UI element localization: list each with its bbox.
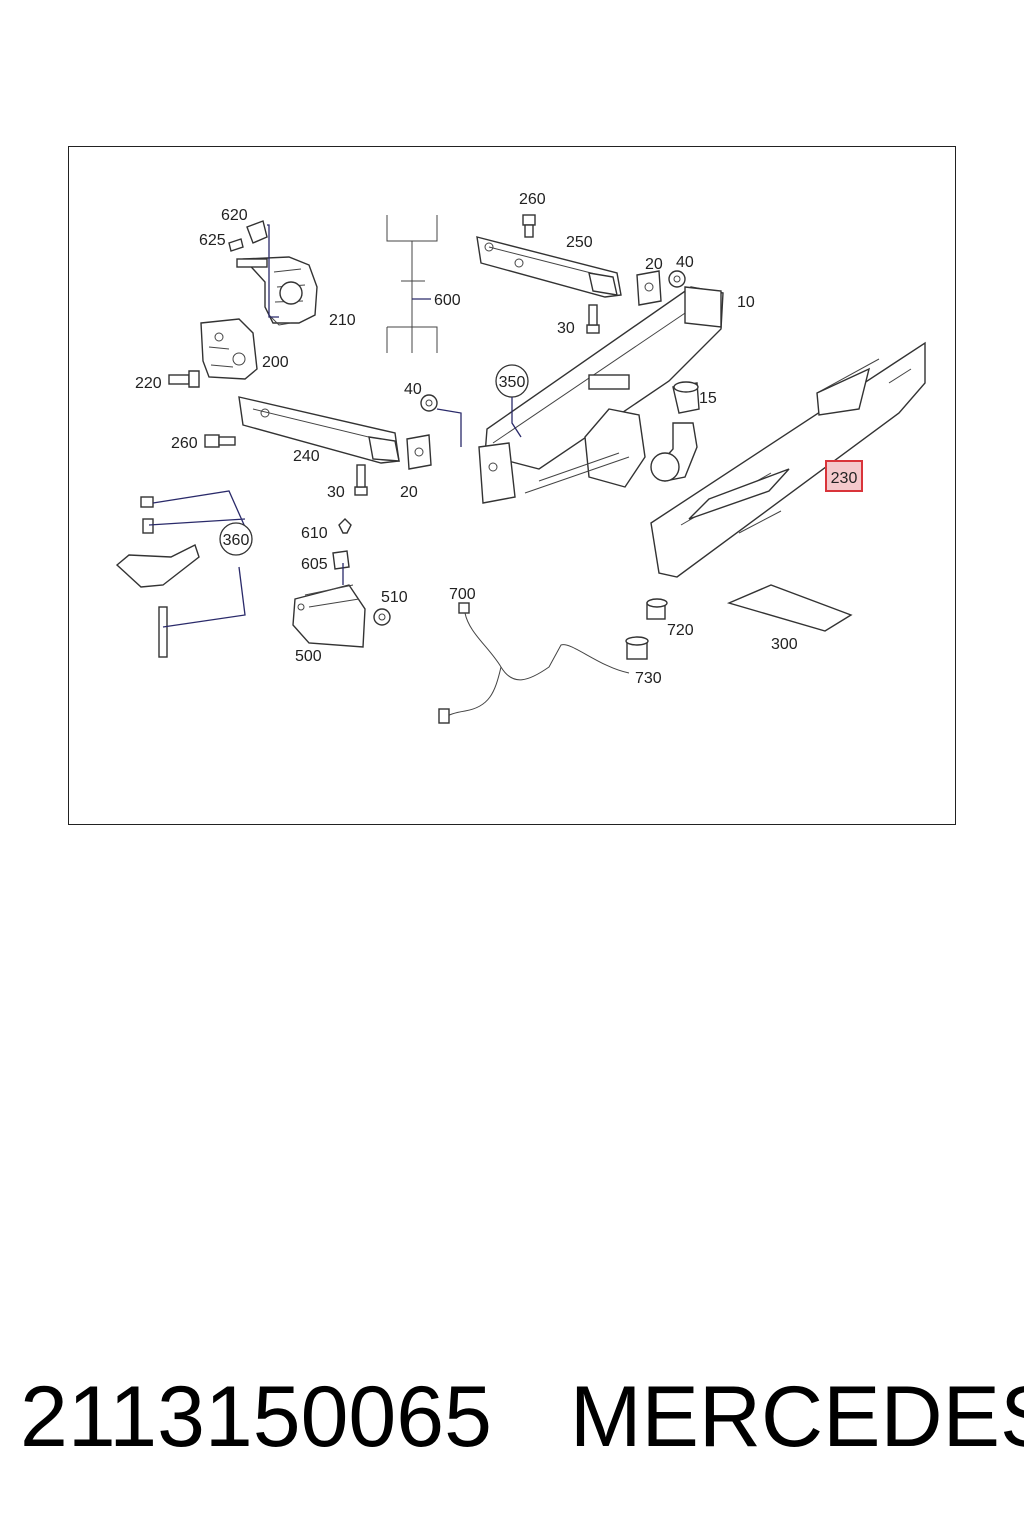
label-360: 360 [223, 532, 250, 549]
part-700-wiring-harness[interactable] [438, 602, 630, 724]
label-260-lower: 260 [171, 435, 198, 452]
part-360-hardware-kit[interactable] [115, 490, 246, 658]
part-20-lower-plate[interactable] [406, 434, 432, 470]
callout-360[interactable]: 360 [219, 522, 253, 556]
label-605: 605 [301, 556, 328, 573]
label-500: 500 [295, 648, 322, 665]
part-730-socket[interactable] [625, 636, 649, 660]
part-300-label-sticker[interactable] [726, 584, 853, 632]
part-30-upper-bolt[interactable] [586, 304, 600, 334]
label-610: 610 [301, 525, 328, 542]
parts-diagram: 620 625 210 200 220 600 [68, 146, 956, 825]
part-40-upper-nut[interactable] [668, 270, 686, 288]
label-20-upper: 20 [645, 256, 663, 273]
part-625-pin[interactable] [228, 238, 244, 252]
part-620-clip[interactable] [246, 220, 268, 244]
part-260-lower-bolt[interactable] [204, 434, 236, 448]
label-730: 730 [635, 670, 662, 687]
label-600: 600 [434, 292, 461, 309]
leader-40-lower [436, 408, 462, 447]
label-510: 510 [381, 589, 408, 606]
label-30-lower: 30 [327, 484, 345, 501]
callout-350[interactable]: 350 [495, 364, 529, 398]
part-350-towball[interactable] [524, 408, 698, 494]
part-500-control-unit[interactable] [292, 584, 366, 648]
label-210: 210 [329, 312, 356, 329]
part-40-lower-nut[interactable] [420, 394, 438, 412]
part-510-grommet[interactable] [373, 608, 391, 626]
part-250-side-bracket[interactable] [476, 236, 622, 298]
brand-text: MERCEDES [569, 1369, 1024, 1465]
part-720-socket[interactable] [646, 598, 668, 620]
part-caption: 2113150065 MERCEDES [20, 1362, 1024, 1472]
label-20-lower: 20 [400, 484, 418, 501]
part-30-lower-bolt[interactable] [354, 464, 368, 496]
leader-350 [511, 397, 522, 438]
label-260-upper: 260 [519, 191, 546, 208]
label-250: 250 [566, 234, 593, 251]
label-300: 300 [771, 636, 798, 653]
part-15-cover[interactable] [672, 381, 700, 414]
label-625: 625 [199, 232, 226, 249]
label-350: 350 [499, 374, 526, 391]
part-240-side-bracket[interactable] [238, 396, 400, 464]
callout-230-highlight[interactable]: 230 [825, 460, 863, 492]
label-40-lower: 40 [404, 381, 422, 398]
label-15: 15 [699, 390, 717, 407]
leader-620-210 [267, 224, 279, 318]
part-220-bolt[interactable] [168, 370, 200, 388]
label-620: 620 [221, 207, 248, 224]
label-220: 220 [135, 375, 162, 392]
part-number-text: 2113150065 [20, 1369, 492, 1465]
part-20-upper-plate[interactable] [636, 270, 662, 306]
part-610-screw[interactable] [338, 518, 352, 534]
exploded-view-drawing: 620 625 210 200 220 600 [115, 191, 926, 724]
part-10-crossbeam[interactable] [478, 286, 724, 504]
label-720: 720 [667, 622, 694, 639]
part-605-connector[interactable] [332, 550, 350, 570]
label-10: 10 [737, 294, 755, 311]
part-200-mounting-plate[interactable] [200, 318, 258, 380]
label-700: 700 [449, 586, 476, 603]
part-230-bumper-carrier[interactable] [650, 341, 926, 578]
label-200: 200 [262, 354, 289, 371]
part-260-upper-bolt[interactable] [522, 214, 536, 238]
label-230: 230 [831, 470, 858, 487]
part-210-lock-assembly[interactable] [236, 256, 318, 326]
label-40-upper: 40 [676, 254, 694, 271]
label-30-upper: 30 [557, 320, 575, 337]
part-600-wiring-schematic[interactable] [386, 215, 438, 353]
label-240: 240 [293, 448, 320, 465]
